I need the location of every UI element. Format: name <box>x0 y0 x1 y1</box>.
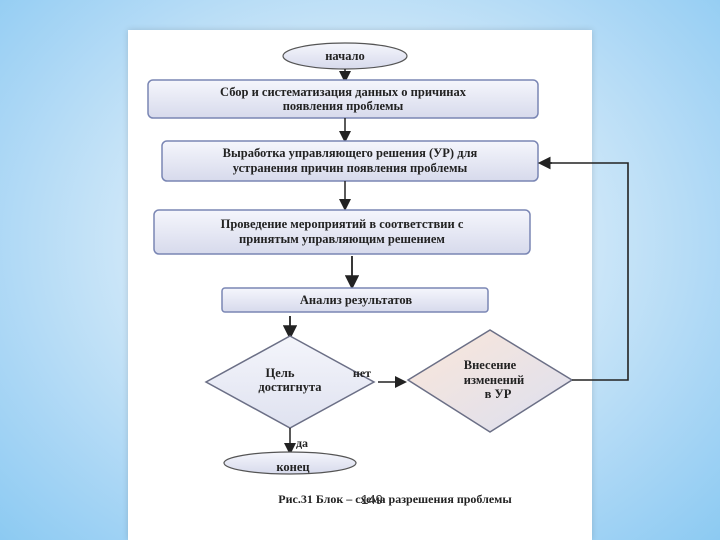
label-no: нет <box>353 366 371 380</box>
step-analyze-results-label: Анализ результатов <box>300 293 412 307</box>
step-conduct-measures <box>153 209 531 255</box>
step-collect-data-line1: Сбор и систематизация данных о причинах <box>220 85 467 99</box>
step-analyze-results <box>221 287 489 313</box>
decision-modify-ur-line3: в УР <box>485 387 512 401</box>
step-conduct-measures-line2: принятым управляющим решением <box>239 232 445 246</box>
end-oval <box>223 451 357 475</box>
start-label: начало <box>325 49 365 63</box>
end-label: конец <box>276 460 309 474</box>
step-develop-decision-line2: устранения причин появления проблемы <box>233 161 468 175</box>
label-yes: да <box>296 436 308 450</box>
step-collect-data-line2: появления проблемы <box>283 99 404 113</box>
step-collect-data <box>147 79 539 119</box>
decision-modify-ur-line2: изменений <box>464 373 524 387</box>
step-develop-decision-line1: Выработка управляющего решения (УР) для <box>223 146 478 160</box>
figure-caption: Рис.31 Блок – схема разрешения проблемы <box>278 492 512 506</box>
step-conduct-measures-line1: Проведение мероприятий в соответствии с <box>221 217 464 231</box>
page-number: 149 <box>361 492 383 507</box>
decision-goal-achieved-line2: достигнута <box>258 380 322 394</box>
decision-modify-ur-line1: Внесение <box>464 358 517 372</box>
decision-modify-ur <box>406 329 574 433</box>
feedback-loop-line <box>546 162 629 381</box>
decision-goal-achieved-line1: Цель <box>266 366 295 380</box>
